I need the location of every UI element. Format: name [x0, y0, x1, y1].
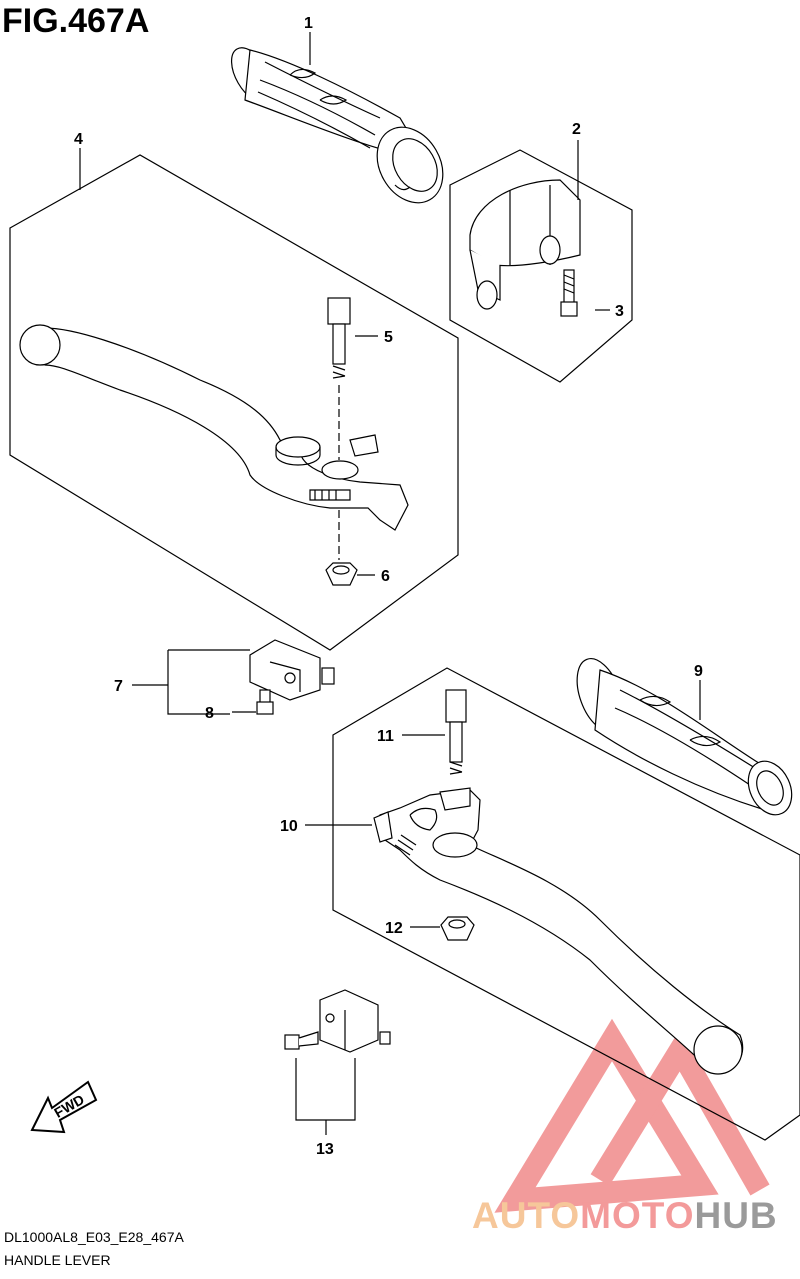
- fwd-arrow-icon: FWD: [30, 1080, 98, 1134]
- figure-title: FIG.467A: [2, 2, 150, 40]
- screw-8: [256, 689, 274, 715]
- callout-7: 7: [114, 678, 123, 695]
- section-name: HANDLE LEVER: [4, 1252, 111, 1268]
- grip-right-1: [230, 47, 444, 204]
- callout-10: 10: [280, 818, 298, 835]
- group-box-10: [332, 667, 800, 1141]
- bolt-11: [445, 689, 467, 775]
- grip-left-9: [576, 658, 793, 816]
- group-box-2: [449, 149, 633, 383]
- screw-13: [284, 1031, 319, 1050]
- callout-11: 11: [377, 728, 394, 745]
- callout-5: 5: [384, 329, 393, 346]
- callout-8: 8: [205, 705, 214, 722]
- nut-6: [325, 510, 358, 586]
- switch-7: [249, 639, 335, 701]
- watermark-hub: HUB: [694, 1195, 778, 1236]
- callout-13: 13: [316, 1141, 334, 1158]
- group-box-4: [9, 154, 459, 651]
- brake-lever-4: [19, 324, 409, 531]
- housing-2: [469, 179, 581, 310]
- callout-4: 4: [74, 131, 83, 148]
- watermark-triangle: [494, 1018, 770, 1213]
- bolt-5: [327, 297, 351, 460]
- watermark-auto: AUTO: [472, 1195, 581, 1236]
- callout-9: 9: [694, 663, 703, 680]
- callout-3: 3: [615, 303, 624, 320]
- watermark-moto: MOTO: [580, 1195, 695, 1236]
- callout-2: 2: [572, 121, 581, 138]
- callout-1: 1: [304, 15, 313, 32]
- nut-12: [440, 916, 475, 941]
- bolt-3: [560, 269, 578, 317]
- callout-labels: 1 2 3 4 5 6 7 8 9 10 11 12 13: [74, 15, 703, 1158]
- callout-12: 12: [385, 920, 403, 937]
- model-code: DL1000AL8_E03_E28_467A: [4, 1229, 184, 1245]
- callout-6: 6: [381, 568, 390, 585]
- switch-13: [319, 989, 391, 1053]
- watermark-text: AUTOMOTOHUB: [472, 1195, 778, 1237]
- clutch-lever-10: [373, 787, 744, 1075]
